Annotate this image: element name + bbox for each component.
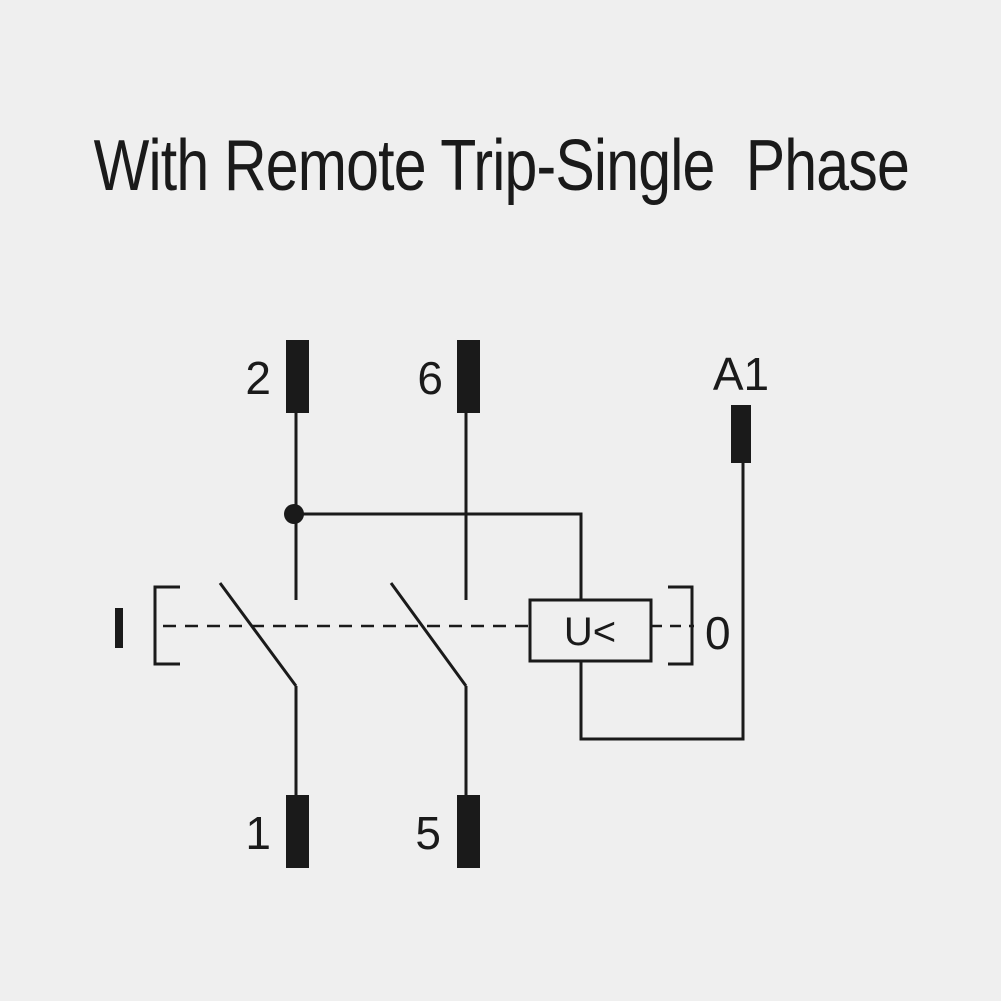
switch-contact-2 — [389, 582, 468, 687]
terminal-6-block — [457, 340, 480, 413]
undervoltage-relay-box — [528, 598, 653, 663]
terminal-a1-block — [731, 405, 751, 463]
terminal-5-block — [457, 795, 480, 868]
terminal-1-label: 1 — [245, 807, 271, 859]
switch-contact-1 — [218, 582, 298, 687]
relay-return-wire — [579, 463, 745, 741]
terminal-6-label: 6 — [417, 352, 443, 404]
handle-on-mark — [115, 608, 123, 648]
terminal-2-label: 2 — [245, 352, 271, 404]
diagram-title: With Remote Trip-Single Phase — [93, 126, 910, 206]
terminal-5-label: 5 — [415, 807, 441, 859]
relay-feed-wire — [294, 512, 583, 600]
handle-off-label: 0 — [705, 607, 731, 659]
undervoltage-relay-label: U< — [564, 610, 616, 654]
terminal-a1-label: A1 — [713, 348, 769, 400]
handle-bracket-left — [153, 585, 180, 666]
terminal-2-block — [286, 340, 309, 413]
handle-bracket-right — [668, 585, 694, 666]
terminal-1-block — [286, 795, 309, 868]
